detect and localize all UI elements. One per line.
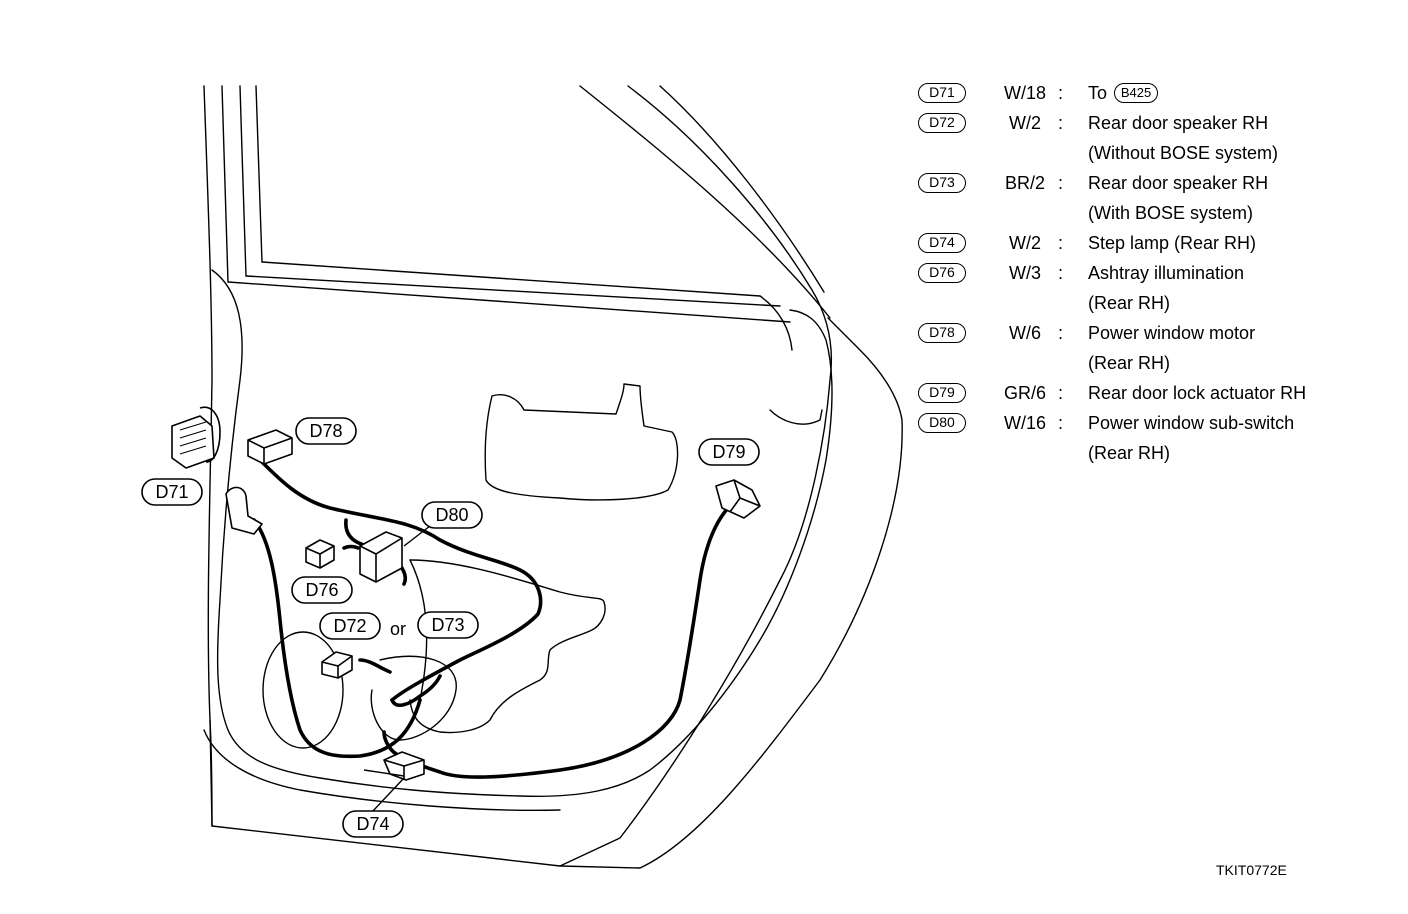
connector-description: Ashtray illumination (1088, 263, 1245, 283)
callout-d76: D76 (291, 576, 353, 604)
or-label: or (390, 619, 406, 639)
callout-d80: D80 (421, 501, 483, 529)
description-text: To (1088, 83, 1108, 103)
wire-spec: BR/2 (1004, 173, 1046, 193)
d80-switch-shape (359, 531, 403, 583)
separator: : (1058, 383, 1064, 403)
connector-badge: D78 (918, 323, 966, 343)
connector-description: (With BOSE system) (1088, 203, 1254, 223)
svg-text:D74: D74 (356, 814, 389, 834)
connector-description: To B425 (1088, 78, 1159, 108)
separator: : (1058, 173, 1064, 193)
wire-spec: W/18 (1003, 83, 1046, 103)
door-outline (203, 85, 903, 869)
d80-grommet-shape (225, 486, 263, 535)
callout-d74: D74 (342, 810, 404, 838)
svg-text:D79: D79 (712, 442, 745, 462)
inner-panel (203, 269, 833, 811)
connector-description: (Rear RH) (1088, 293, 1171, 313)
connector-description: Rear door speaker RH (1088, 113, 1269, 133)
wire-spec: W/6 (1008, 323, 1041, 343)
d74-leader (363, 769, 405, 777)
wire-spec: W/3 (1008, 263, 1041, 283)
connector-description: Rear door lock actuator RH (1088, 383, 1307, 403)
svg-text:D71: D71 (155, 482, 188, 502)
callout-d71: D71 (141, 478, 203, 506)
wire-spec: W/2 (1008, 113, 1041, 133)
wire-harness (252, 460, 742, 779)
d79-connector-shape (715, 479, 761, 519)
svg-text:D72: D72 (333, 616, 366, 636)
connector-description: (Rear RH) (1088, 443, 1171, 463)
d72-d73-connector-shape (321, 651, 353, 679)
d71-connector-shape (171, 406, 221, 469)
separator: : (1058, 263, 1064, 283)
connector-badge: D74 (918, 233, 966, 253)
svg-text:D80: D80 (435, 505, 468, 525)
callout-d72: D72 (319, 612, 381, 640)
d74-connector-shape (383, 751, 425, 781)
figure-code: TKIT0772E (1216, 862, 1287, 878)
window-sash (221, 85, 793, 351)
d74-leader-2 (371, 777, 405, 813)
connector-badge: D79 (918, 383, 966, 403)
wire-spec: W/2 (1008, 233, 1041, 253)
connector-description: Power window motor (1088, 323, 1256, 343)
d78-connector-shape (247, 429, 293, 465)
ref-badge: B425 (1114, 83, 1159, 103)
svg-text:D78: D78 (309, 421, 342, 441)
connector-badge: D71 (918, 83, 966, 103)
connector-badge: D73 (918, 173, 966, 193)
svg-text:D76: D76 (305, 580, 338, 600)
connector-description: (Rear RH) (1088, 353, 1171, 373)
d80-leader (403, 525, 431, 547)
separator: : (1058, 323, 1064, 343)
connector-badge: D76 (918, 263, 966, 283)
wire-spec: GR/6 (1003, 383, 1046, 403)
armrest-recess (484, 383, 679, 501)
connector-description: Rear door speaker RH (1088, 173, 1269, 193)
connector-badge: D80 (918, 413, 966, 433)
connector-description: (Without BOSE system) (1088, 143, 1279, 163)
d76-connector-shape (305, 539, 335, 569)
callout-d78: D78 (295, 417, 357, 445)
callout-d79: D79 (698, 438, 760, 466)
separator: : (1058, 413, 1064, 433)
separator: : (1058, 83, 1064, 103)
connector-description: Power window sub-switch (1088, 413, 1295, 433)
separator: : (1058, 113, 1064, 133)
callout-d73: D73 (417, 611, 479, 639)
separator: : (1058, 233, 1064, 253)
connector-description: Step lamp (Rear RH) (1088, 233, 1257, 253)
wire-spec: W/16 (1003, 413, 1046, 433)
svg-text:D73: D73 (431, 615, 464, 635)
connector-badge: D72 (918, 113, 966, 133)
speaker-outlines (262, 559, 606, 749)
